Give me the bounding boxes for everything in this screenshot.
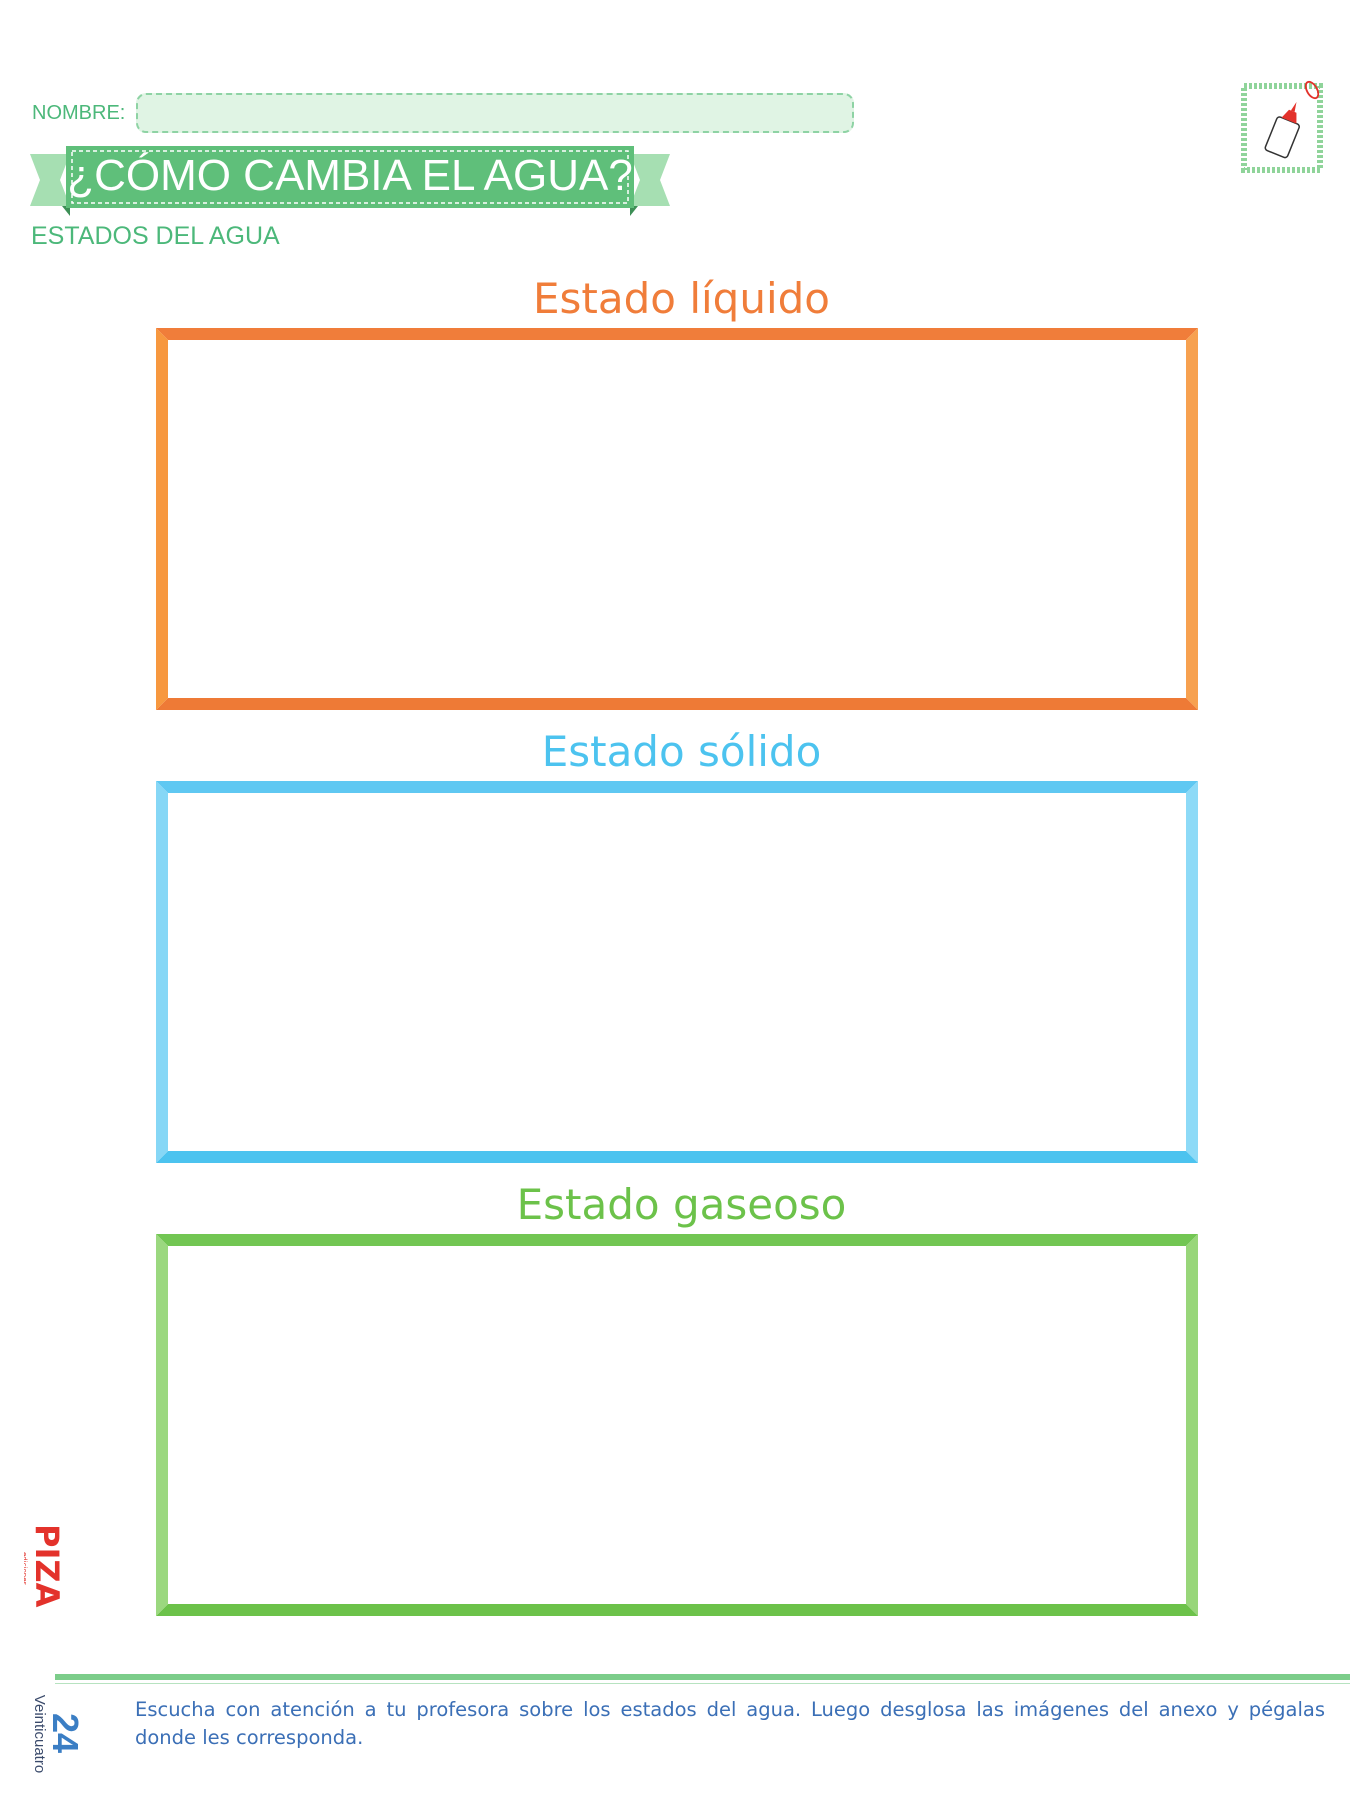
footer-divider [55,1674,1350,1680]
subtitle: ESTADOS DEL AGUA [31,222,280,250]
section-title-liquid: Estado líquido [533,274,830,323]
gas-frame[interactable] [156,1234,1198,1616]
section-title-solid: Estado sólido [541,727,822,776]
footer-divider-thin [55,1683,1350,1684]
name-label: NOMBRE: [32,102,126,124]
svg-text:PIZA: PIZA [28,1524,66,1608]
page-title: ¿CÓMO CAMBIA EL AGUA? [67,151,633,200]
liquid-frame[interactable] [156,328,1198,710]
name-field[interactable] [136,93,854,133]
page-number: 24 [45,1712,86,1754]
svg-text:ediciones: ediciones [24,1552,28,1586]
publisher-logo: PIZA ediciones [24,1524,66,1608]
section-title-gas: Estado gaseoso [516,1180,847,1229]
solid-frame[interactable] [156,781,1198,1163]
glue-bottle-icon [1241,80,1323,173]
instructions-text: Escucha con atención a tu profesora sobr… [135,1698,1325,1749]
title-banner [30,146,670,216]
